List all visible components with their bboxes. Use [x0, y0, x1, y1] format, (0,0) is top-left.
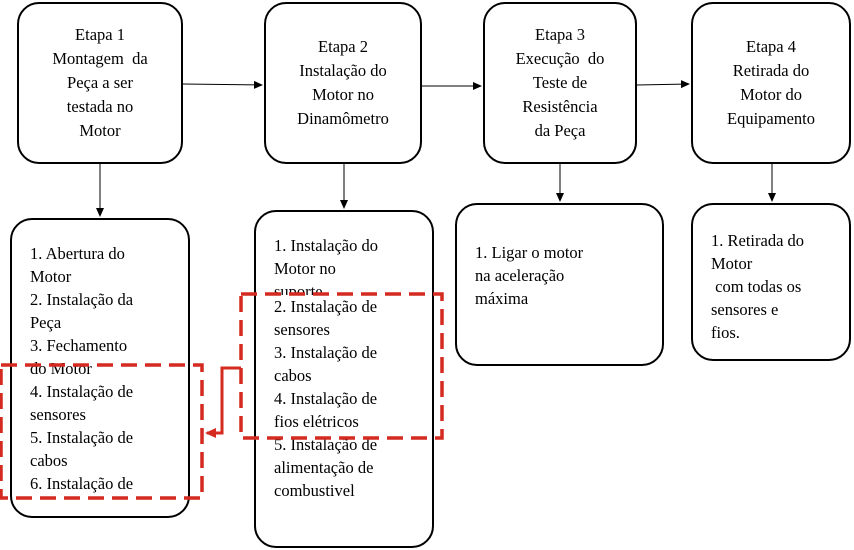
- detail-2-line-11: alimentação de: [274, 458, 374, 477]
- stage-2-line-3: Motor no: [312, 85, 374, 104]
- detail-1-line-4: Peça: [30, 313, 62, 332]
- detail-3-line-1: 1. Ligar o motor: [475, 243, 584, 262]
- stage-1-line-3: Peça a ser: [67, 73, 133, 92]
- stage-2-line-1: Etapa 2: [318, 37, 368, 56]
- stage-1-line-4: testada no: [66, 97, 134, 116]
- stage-4-line-2: Retirada do: [732, 61, 810, 80]
- stage-4-box: Etapa 4 Retirada do Motor do Equipamento: [691, 2, 851, 164]
- stage-3-line-1: Etapa 3: [535, 25, 585, 44]
- stage-1-line-5: Motor: [79, 121, 121, 140]
- detail-2-line-8: 4. Instalação de: [274, 389, 378, 408]
- detail-2-line-5: sensores: [274, 320, 330, 339]
- detail-2-line-6: 3. Instalação de: [274, 343, 378, 362]
- detail-1-line-9: 5. Instalação de: [30, 428, 134, 447]
- detail-3-box: 1. Ligar o motor na aceleração máxima: [455, 203, 664, 366]
- stage-2-box: Etapa 2 Instalação do Motor no Dinamômet…: [264, 2, 422, 164]
- stage-4-line-3: Motor do: [740, 85, 802, 104]
- detail-1-box: 1. Abertura do Motor 2. Instalação da Pe…: [10, 218, 190, 518]
- detail-2-line-3: suporte: [274, 282, 323, 295]
- detail-2-line-12: combustivel: [274, 481, 355, 500]
- detail-4-line-3: com todas os: [711, 277, 802, 296]
- detail-2-line-4: 2. Instalação de: [274, 297, 378, 316]
- detail-1-line-8: sensores: [30, 405, 86, 424]
- detail-1-line-2: Motor: [30, 267, 72, 286]
- detail-3-line-3: máxima: [475, 289, 529, 308]
- stage-3-box: Etapa 3 Execução do Teste de Resistência…: [483, 2, 637, 164]
- arrow-stage3-to-stage4: [636, 80, 690, 89]
- stage-3-line-3: Teste de: [532, 73, 588, 92]
- detail-1-line-6: do Motor: [30, 359, 92, 378]
- stage-2-line-2: Instalação do: [299, 61, 387, 80]
- detail-2-line-2: Motor no: [274, 259, 336, 278]
- detail-2-line-1: 1. Instalação do: [274, 236, 379, 255]
- detail-4-line-5: fios.: [711, 323, 740, 342]
- detail-1-line-11: 6. Instalação de: [30, 474, 134, 493]
- detail-4-line-1: 1. Retirada do: [711, 231, 805, 250]
- stage-2-line-4: Dinamômetro: [297, 109, 389, 128]
- detail-4-box: 1. Retirada do Motor com todas os sensor…: [691, 203, 851, 361]
- detail-2-line-9: fios elétricos: [274, 412, 359, 431]
- detail-1-line-3: 2. Instalação da: [30, 290, 134, 309]
- stage-1-box: Etapa 1 Montagem da Peça a ser testada n…: [17, 2, 183, 164]
- stage-3-line-2: Execução do: [515, 49, 605, 68]
- detail-1-line-7: 4. Instalação de: [30, 382, 134, 401]
- stage-1-line-2: Montagem da: [52, 49, 148, 68]
- stage-4-line-1: Etapa 4: [746, 37, 796, 56]
- stage-3-line-4: Resistência: [522, 97, 598, 116]
- highlight-link-arrow: [205, 366, 241, 438]
- detail-2-line-10: 5. Instalação de: [274, 435, 378, 454]
- detail-2-line-7: cabos: [274, 366, 312, 385]
- stage-3-line-5: da Peça: [534, 121, 586, 140]
- stage-4-line-4: Equipamento: [727, 109, 815, 128]
- detail-1-line-5: 3. Fechamento: [30, 336, 128, 355]
- detail-4-line-4: sensores e: [711, 300, 779, 319]
- stage-1-line-1: Etapa 1: [75, 25, 125, 44]
- detail-1-line-10: cabos: [30, 451, 68, 470]
- arrow-stage1-to-stage2: [182, 80, 263, 89]
- detail-1-line-1: 1. Abertura do: [30, 244, 125, 263]
- detail-2-box: 1. Instalação do Motor no suporte 2. Ins…: [254, 210, 434, 548]
- detail-4-line-2: Motor: [711, 254, 753, 273]
- detail-3-line-2: na aceleração: [475, 266, 565, 285]
